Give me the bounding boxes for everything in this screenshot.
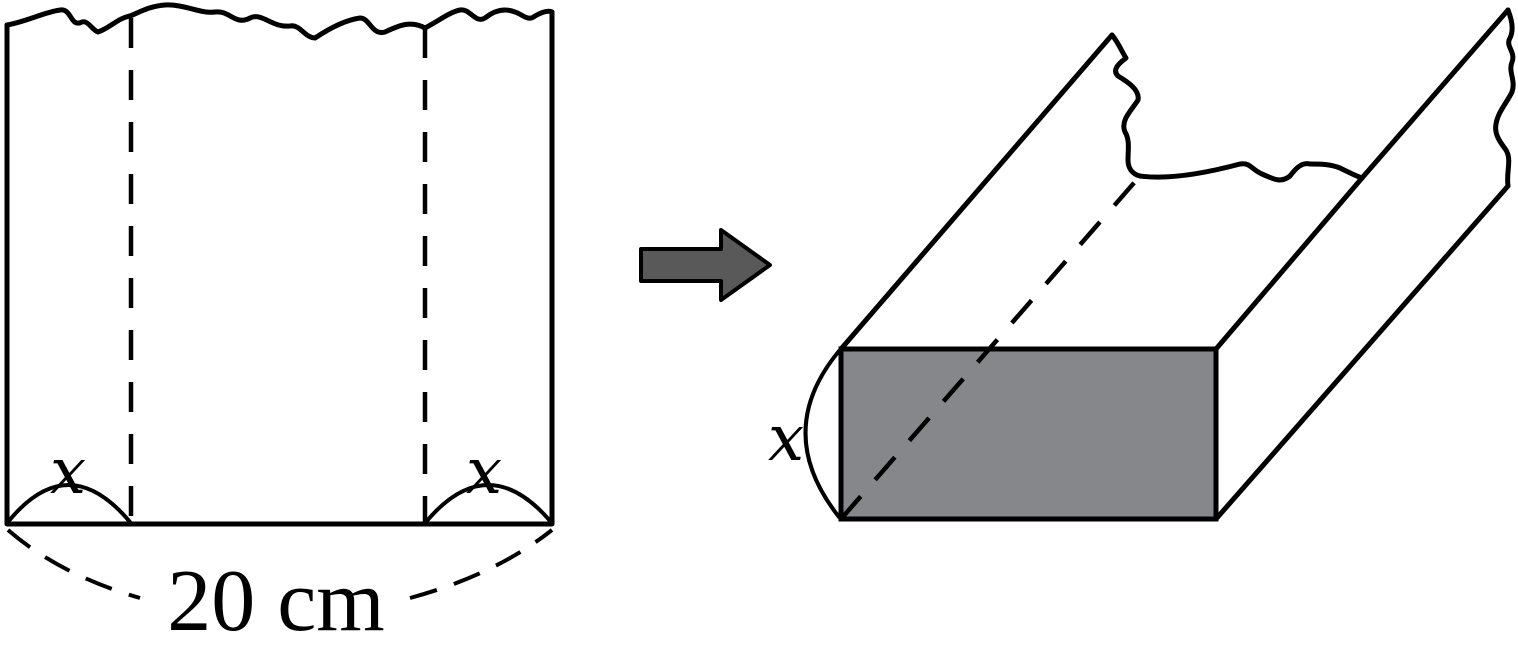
flap-right-label: x [466,435,502,509]
left-wall-top-edge [838,32,1115,352]
right-wall-bottom-edge [1213,183,1511,522]
folded-gutter: x [768,7,1516,522]
width-label: 20 cm [167,553,385,650]
flap-right-arc [424,483,553,524]
right-wall-inner-edge [1213,175,1365,352]
flat-sheet-outline [4,9,555,527]
right-wall-top-edge [1359,7,1511,181]
hidden-fold-line [839,174,1142,521]
transform-arrow-icon [639,228,772,302]
flat-sheet-torn-edge [4,2,555,41]
height-dimension-arc [803,349,841,519]
width-dimension-arc-left [6,528,141,600]
right-wall-torn-edge [1493,7,1516,189]
height-label: x [768,402,804,476]
width-dimension-arc-right [409,528,554,600]
flat-sheet: x x 20 cm [4,2,555,650]
cross-section [838,346,1219,522]
flap-left-arc [6,483,132,524]
flap-left-label: x [50,435,86,509]
left-wall-torn-edge [1109,32,1143,179]
base-torn-edge [1137,161,1365,183]
